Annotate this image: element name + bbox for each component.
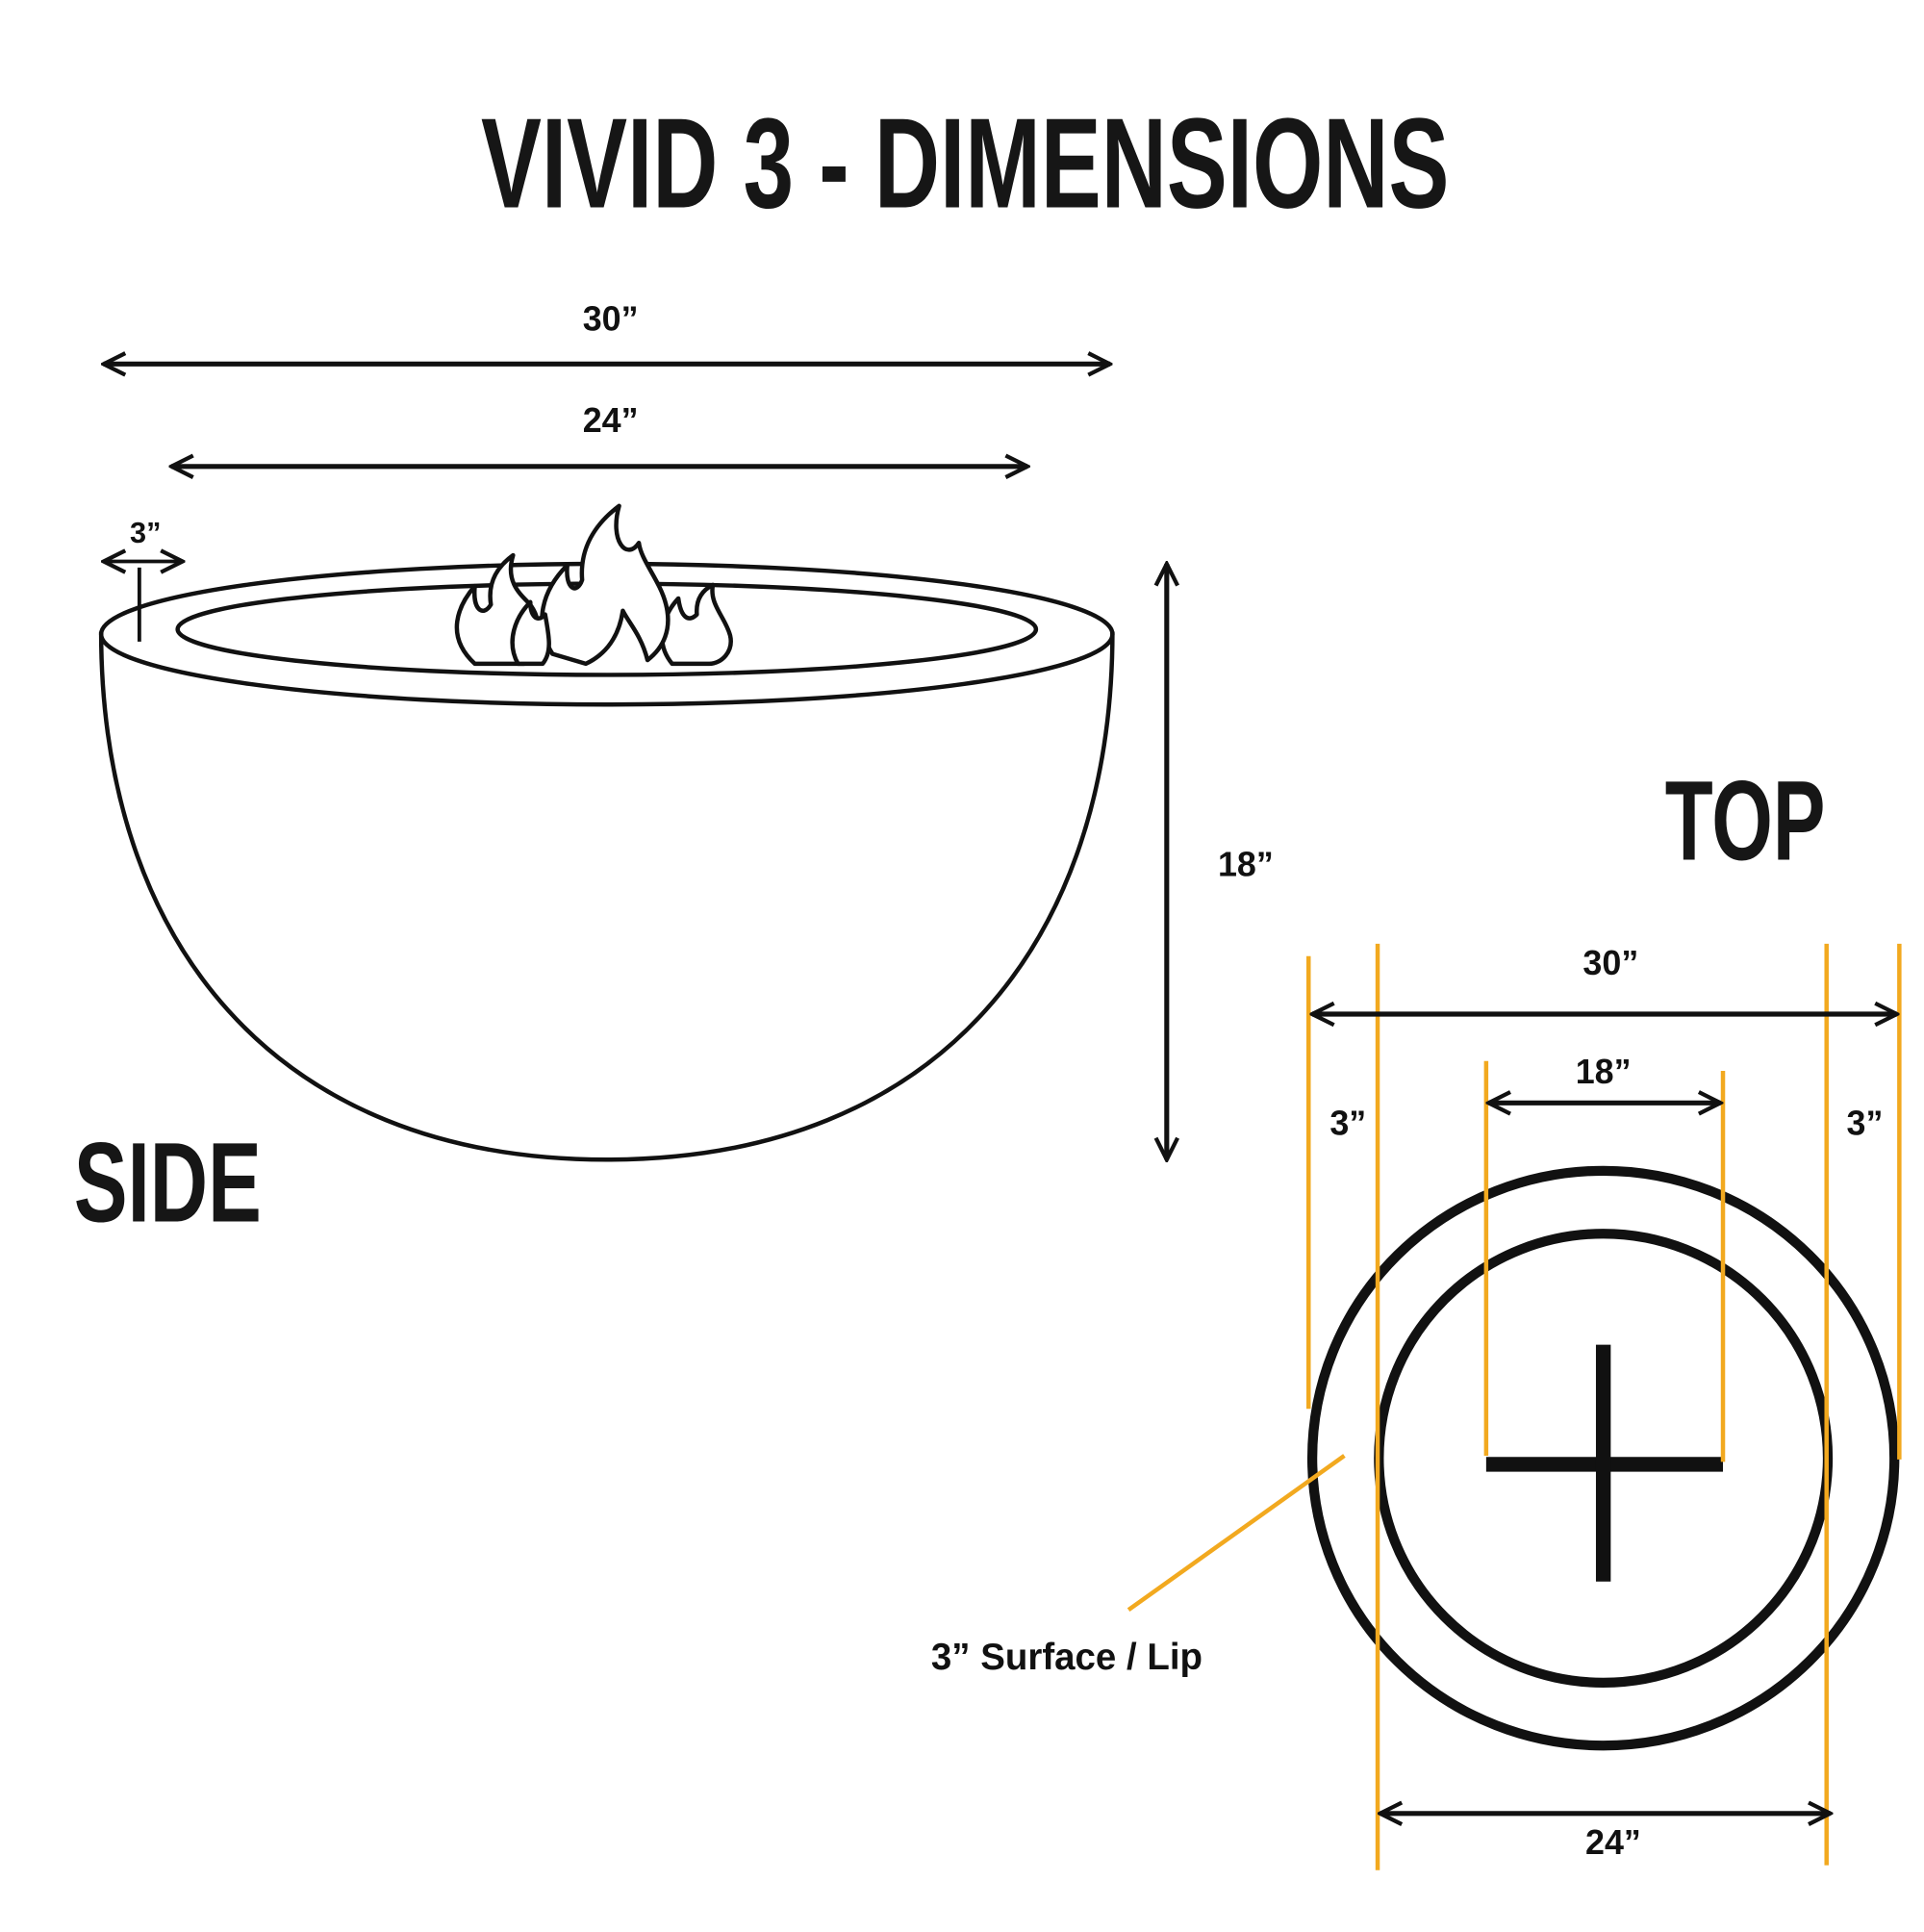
side-inner-width-label: 24” <box>583 401 639 440</box>
lip-callout-label: 3” Surface / Lip <box>931 1637 1202 1678</box>
top-view-label: TOP <box>1665 757 1826 884</box>
top-lip-left-label: 3” <box>1329 1105 1366 1143</box>
page-title: VIVID 3 - DIMENSIONS <box>481 92 1449 236</box>
top-inner-width-label: 24” <box>1585 1823 1641 1862</box>
top-outer-width-label: 30” <box>1582 944 1638 982</box>
side-view-label: SIDE <box>74 1118 262 1245</box>
top-outer-circle <box>1306 1165 1900 1751</box>
side-height-label: 18” <box>1218 845 1274 883</box>
top-lip-right-label: 3” <box>1847 1105 1884 1143</box>
side-outer-width-label: 30” <box>583 300 639 339</box>
bowl-body <box>98 631 1115 1162</box>
side-view: 30” 24” 3” 18” SIDE <box>74 300 1274 1246</box>
top-view: TOP 30” 18” 3” 3” 24” 3” Surface / Lip <box>931 757 1902 1870</box>
callout-leader-line <box>1127 1454 1346 1613</box>
side-lip-label: 3” <box>130 516 161 549</box>
top-burner-width-label: 18” <box>1576 1053 1632 1091</box>
flame-icon <box>454 503 733 667</box>
